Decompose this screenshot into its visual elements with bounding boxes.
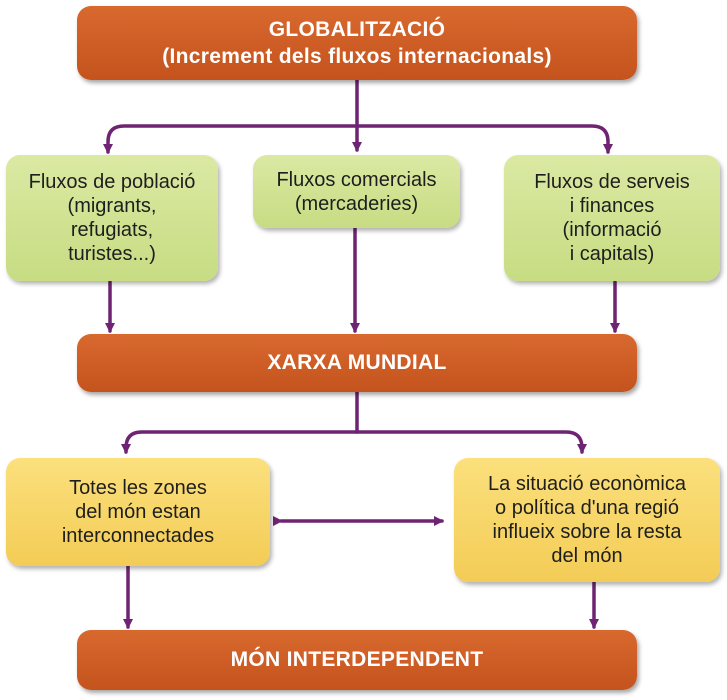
arrow-to-financial-flows xyxy=(355,124,613,154)
population-flows-line-2: (migrants, xyxy=(67,195,157,217)
commercial-flows-line-2: (mercaderies) xyxy=(294,192,419,215)
globalization-subtitle: (Increment dels fluxos internacionals) xyxy=(162,45,552,68)
result-title: MÓN INTERDEPENDENT xyxy=(230,648,484,671)
financial-flows-line-4: i capitals) xyxy=(569,243,655,265)
interconnected-box: Totes les zones del món estan interconne… xyxy=(6,458,270,566)
regional-influence-line-1: La situació econòmica xyxy=(488,473,686,495)
financial-flows-box: Fluxos de serveis i finances (informació… xyxy=(504,155,720,281)
regional-influence-line-2: o política d'una regió xyxy=(495,497,679,519)
arrow-to-population-flows xyxy=(103,124,359,154)
population-flows-line-3: refugiats, xyxy=(70,219,154,241)
result-box: MÓN INTERDEPENDENT xyxy=(77,630,637,690)
arrow-to-regional-influence xyxy=(355,430,587,454)
regional-influence-line-3: influeix sobre la resta xyxy=(492,521,682,543)
financial-flows-line-1: Fluxos de serveis xyxy=(534,171,690,193)
interconnected-line-3: interconnectades xyxy=(61,525,215,547)
financial-flows-line-2: i finances xyxy=(569,195,655,217)
regional-influence-line-4: del món xyxy=(551,545,623,567)
interconnected-line-2: del món estan xyxy=(75,501,201,523)
regional-influence-box: La situació econòmica o política d'una r… xyxy=(454,458,720,582)
commercial-flows-line-1: Fluxos comercials xyxy=(276,168,437,191)
network-title: XARXA MUNDIAL xyxy=(267,351,447,374)
financial-flows-line-3: (informació xyxy=(562,219,662,241)
commercial-flows-box: Fluxos comercials (mercaderies) xyxy=(253,155,460,228)
population-flows-line-4: turistes...) xyxy=(68,243,156,265)
arrow-to-interconnected xyxy=(121,430,359,454)
globalization-box: GLOBALITZACIÓ (Increment dels fluxos int… xyxy=(77,6,637,80)
population-flows-box: Fluxos de població (migrants, refugiats,… xyxy=(6,155,218,281)
network-box: XARXA MUNDIAL xyxy=(77,334,637,392)
population-flows-line-1: Fluxos de població xyxy=(28,171,196,193)
interconnected-line-1: Totes les zones xyxy=(69,477,207,499)
globalization-title: GLOBALITZACIÓ xyxy=(268,18,446,41)
